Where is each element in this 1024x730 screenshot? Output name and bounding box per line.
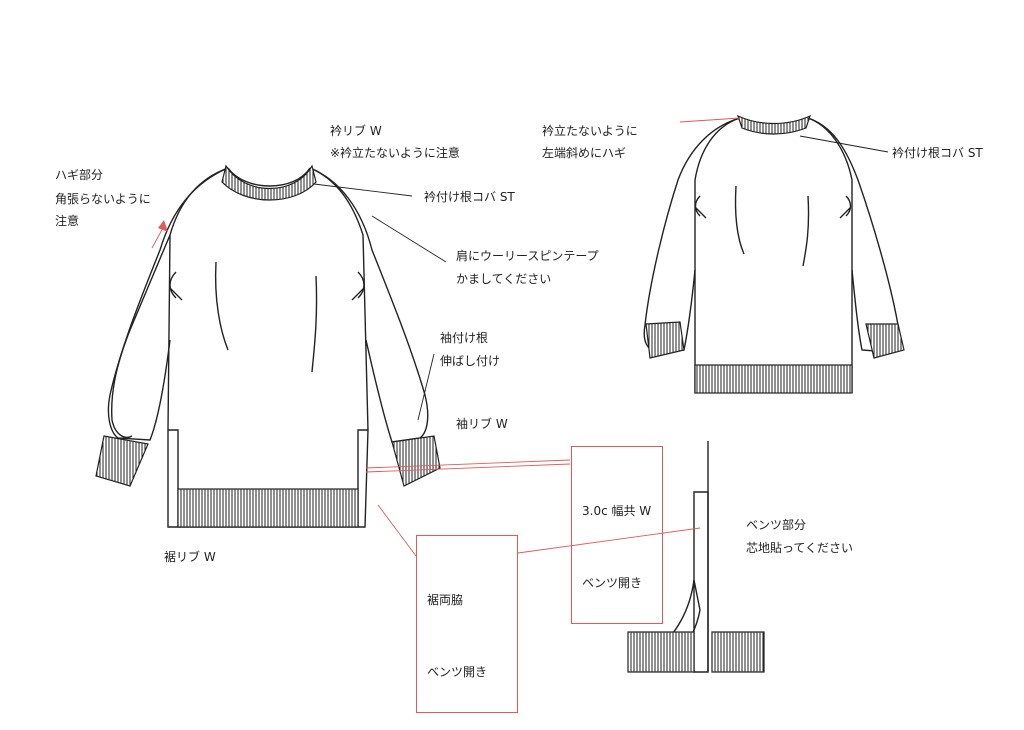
leader-collar-stitch — [313, 183, 413, 197]
front-left-tie — [169, 271, 183, 301]
front-right-cuff — [391, 435, 441, 487]
seam-part-label: ハギ部分 — [55, 168, 104, 182]
leader-back-collar-note — [679, 117, 741, 123]
seam-note-label: 角張らないように — [55, 192, 151, 206]
front-body-outline — [110, 167, 369, 528]
back-right-sleeve — [807, 117, 900, 353]
leader-back-collar-stitch — [799, 135, 889, 153]
seam-note2-label: 注意 — [55, 214, 80, 228]
sleeve-root2-label: 伸ばし付け — [440, 354, 501, 368]
hem-sides-label: 裾両脇 — [427, 593, 464, 607]
front-sweater-sketch — [107, 167, 429, 528]
leader-vent-width-b — [365, 463, 571, 473]
front-right-tie — [351, 271, 365, 301]
front-collar-rib — [221, 164, 317, 201]
sleeve-rib-label: 袖リブ W — [456, 417, 508, 431]
front-right-sleeve — [309, 167, 429, 443]
back-right-tie — [839, 195, 852, 219]
back-left-tie — [694, 195, 707, 219]
vent-interfacing-label: 芯地貼ってください — [746, 541, 854, 555]
back-hem-rib — [694, 364, 853, 394]
vent-left-panel — [693, 491, 709, 673]
leader-shoulder-tape — [371, 215, 447, 263]
back-collar2-label: 左端斜めにハギ — [542, 146, 627, 160]
vent-label: ベンツ開き — [582, 576, 643, 590]
front-left-sleeve — [107, 167, 229, 441]
back-collar-stitch-label: 衿付け根コバ ST — [892, 146, 983, 160]
front-left-vent — [168, 429, 179, 527]
shoulder-tape2-label: かましてください — [456, 272, 552, 286]
back-right-cuff — [865, 323, 905, 359]
hem-sides-box: 裾両脇 ベンツ開き — [416, 535, 518, 713]
leader-vent-part — [517, 527, 701, 554]
leader-vent-width-a — [365, 459, 571, 469]
back-collar-label: 衿立たないように — [542, 124, 638, 138]
collar-note-label: ※衿立たないように注意 — [330, 146, 460, 160]
front-drape-right — [311, 275, 318, 373]
collar-stitch-label: 衿付け根コバ ST — [424, 190, 515, 204]
back-collar-rib — [736, 114, 812, 135]
front-neckline — [227, 167, 311, 187]
vent-width-label: 3.0c 幅共 W — [582, 504, 652, 518]
shoulder-tape-label: 肩にウーリースピンテープ — [456, 249, 599, 263]
vent-part-label: ベンツ部分 — [746, 518, 807, 532]
back-drape-right — [802, 195, 810, 267]
collar-rib-label: 衿リブ W — [330, 124, 382, 138]
sleeve-root-label: 袖付け根 — [440, 331, 489, 345]
leader-hem-sides — [377, 504, 417, 557]
leader-sleeve-root — [417, 353, 435, 421]
seam-arrow-head — [158, 220, 168, 232]
vent-width-box: 3.0c 幅共 W ベンツ開き — [571, 446, 663, 624]
front-hem-rib — [177, 488, 359, 528]
back-drape-left — [734, 185, 745, 255]
hem-rib-label: 裾リブ W — [164, 550, 216, 564]
front-drape-left — [214, 261, 229, 351]
vent-right-hem-rib — [711, 631, 765, 673]
seam-arrow-line — [151, 225, 165, 249]
back-left-cuff — [645, 321, 685, 359]
vent-left-hem-rib — [627, 631, 695, 673]
front-left-cuff — [95, 435, 149, 487]
back-left-sleeve — [643, 117, 741, 353]
hem-vent-label: ベンツ開き — [427, 665, 488, 679]
back-body-outline — [694, 117, 853, 393]
